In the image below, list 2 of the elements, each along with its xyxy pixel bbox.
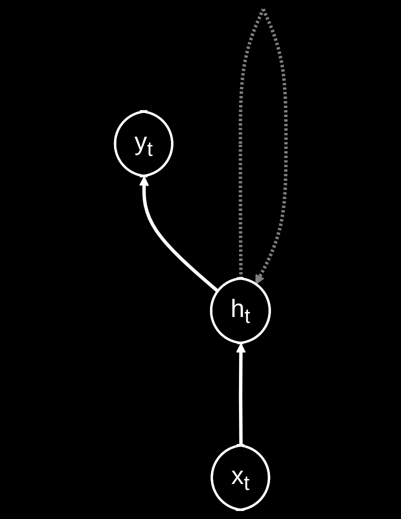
arrow — [236, 343, 246, 446]
arrow — [139, 176, 220, 293]
